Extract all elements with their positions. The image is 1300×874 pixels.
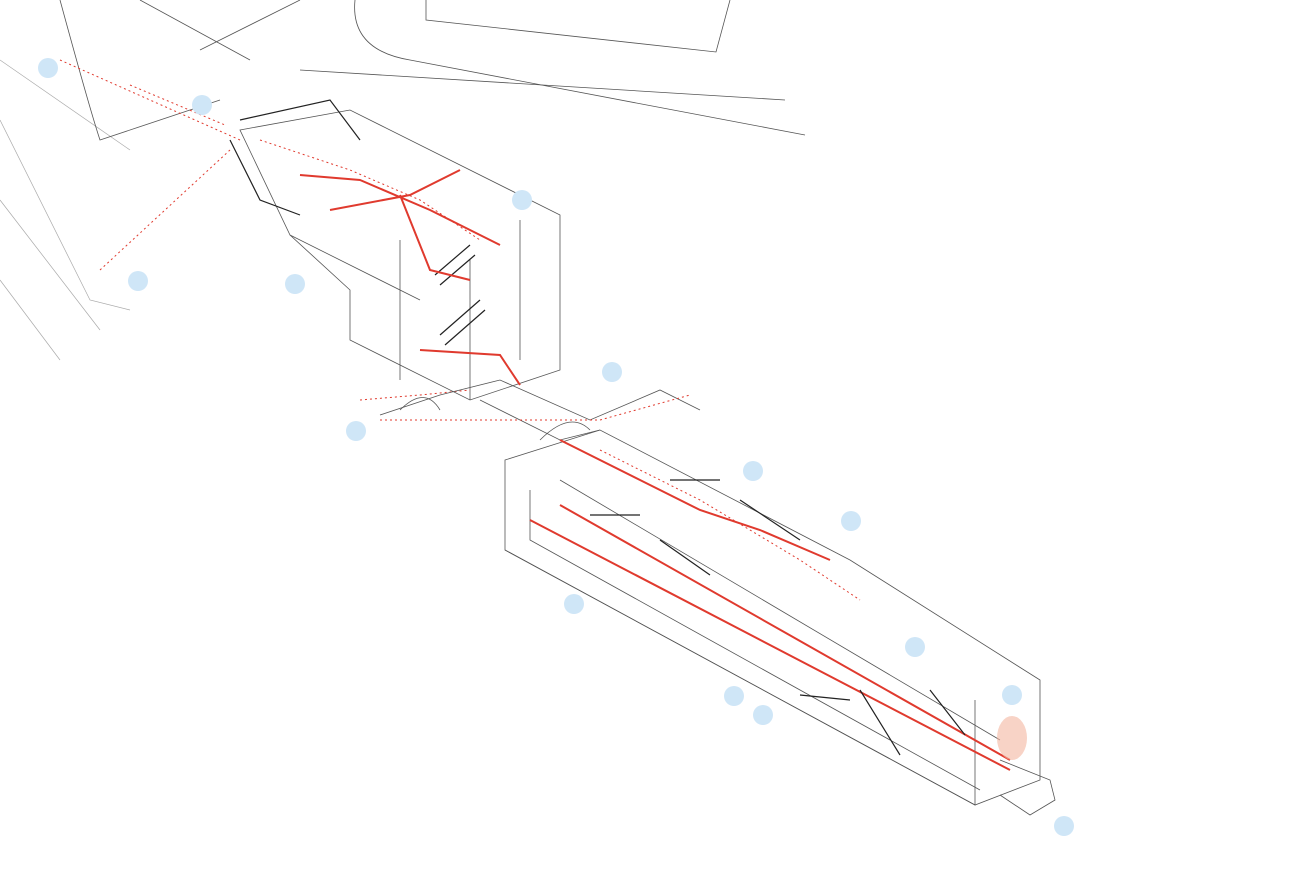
circle-marker-icon[interactable] <box>1054 816 1074 836</box>
circle-marker-icon[interactable] <box>38 58 58 78</box>
circle-marker-icon[interactable] <box>128 271 148 291</box>
circle-marker-icon[interactable] <box>753 705 773 725</box>
hotspot-markers <box>38 58 1074 836</box>
circle-marker-icon[interactable] <box>724 686 744 706</box>
connecting-passage <box>379 379 701 441</box>
train-view-image <box>997 716 1027 760</box>
circle-marker-icon[interactable] <box>1002 685 1022 705</box>
circle-marker-icon[interactable] <box>285 274 305 294</box>
platform-hall <box>504 429 1056 816</box>
circle-marker-icon[interactable] <box>346 421 366 441</box>
circle-marker-icon[interactable] <box>512 190 532 210</box>
circle-marker-icon[interactable] <box>564 594 584 614</box>
circle-marker-icon[interactable] <box>192 95 212 115</box>
circle-marker-icon[interactable] <box>905 637 925 657</box>
circle-marker-icon[interactable] <box>841 511 861 531</box>
circle-marker-icon[interactable] <box>602 362 622 382</box>
upper-concourse <box>229 99 561 401</box>
circle-marker-icon[interactable] <box>743 461 763 481</box>
city-context <box>0 0 806 361</box>
